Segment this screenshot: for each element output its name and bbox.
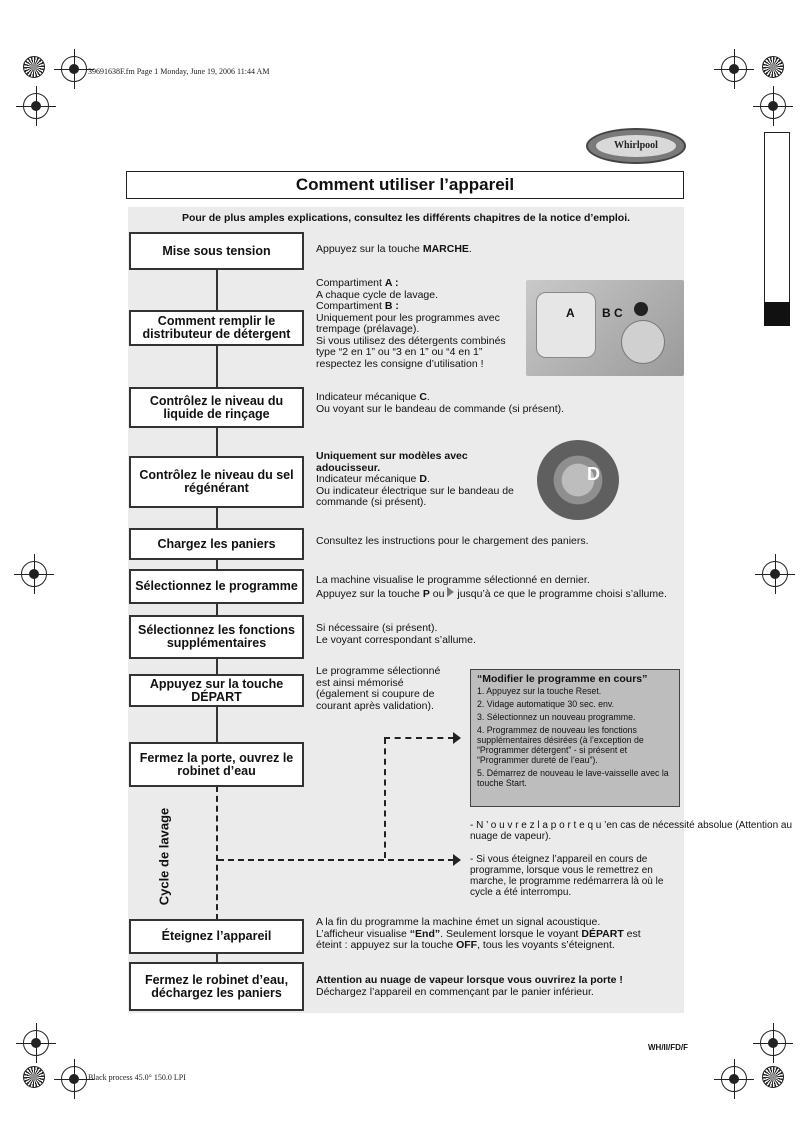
note-door: - N ’ o u v r e z l a p o r t e q u ’en … [470,820,800,842]
desc-depart: Le programme sélectionné est ainsi mémor… [316,666,456,712]
color-bar-icon [23,1066,45,1088]
salt-indicator-photo: D [537,440,619,520]
step-sel-regenerant: Contrôlez le niveau du sel régénérant [129,456,304,508]
brand-label: Whirlpool [596,135,676,157]
modify-item: 3. Sélectionnez un nouveau programme. [477,712,673,722]
connector [216,427,218,457]
connector [216,345,218,388]
note-power: - Si vous éteignez l’appareil en cours d… [470,854,685,898]
color-bar-icon [762,56,784,78]
detergent-dispenser-photo: A B C [526,280,684,376]
modify-program-box: “Modifier le programme en cours” 1. Appu… [470,669,680,807]
registration-mark-icon [23,1030,49,1056]
desc-sel: Uniquement sur modèles avec adoucisseur.… [316,451,516,509]
registration-mark-icon [21,561,47,587]
registration-mark-icon [721,1066,747,1092]
modify-item: 1. Appuyez sur la touche Reset. [477,686,673,696]
label-d: D [587,464,600,485]
label-bc: B C [602,306,623,320]
desc-fonctions: Si nécessaire (si présent).Le voyant cor… [316,623,616,646]
desc-programme: La machine visualise le programme sélect… [316,575,686,600]
step-selection-programme: Sélectionnez le programme [129,569,304,604]
desc-paniers: Consultez les instructions pour le charg… [316,536,676,548]
dashed-connector [216,786,218,920]
step-fermer-porte: Fermez la porte, ouvrez le robinet d’eau [129,742,304,787]
cycle-label: Cycle de lavage [158,797,171,917]
modify-title: “Modifier le programme en cours” [477,674,673,684]
registration-mark-icon [23,93,49,119]
registration-mark-icon [760,1030,786,1056]
step-eteindre: Éteignez l’appareil [129,919,304,954]
modify-item: 5. Démarrez de nouveau le lave-vaisselle… [477,768,673,788]
whirlpool-logo: Whirlpool [586,128,686,164]
color-bar-icon [762,1066,784,1088]
registration-mark-icon [61,1066,87,1092]
dashed-arrow [218,859,454,861]
connector [216,706,218,743]
modify-item: 4. Programmez de nouveau les fonctions s… [477,725,673,765]
registration-mark-icon [760,93,786,119]
desc-eteindre: A la fin du programme la machine émet un… [316,917,661,952]
desc-fermer-robinet: Attention au nuage de vapeur lorsque vou… [316,975,676,998]
registration-mark-icon [61,56,87,82]
step-fermer-robinet: Fermez le robinet d’eau, déchargez les p… [129,962,304,1011]
page-title: Comment utiliser l’appareil [126,171,684,199]
registration-mark-icon [721,56,747,82]
color-bar-icon [23,56,45,78]
step-touche-depart: Appuyez sur la touche DÉPART [129,674,304,707]
step-remplir-distributeur: Comment remplir le distributeur de déter… [129,310,304,346]
desc-distributeur: Compartiment A : A chaque cycle de lavag… [316,278,516,370]
registration-mark-icon [762,561,788,587]
connector [216,658,218,675]
play-icon [447,587,454,597]
arrowhead-icon [453,854,461,866]
connector [216,269,218,311]
arrowhead-icon [453,732,461,744]
dashed-arrow [384,737,454,739]
label-a: A [566,306,575,320]
connector [216,507,218,529]
intro-text: Pour de plus amples explications, consul… [128,212,684,224]
step-fonctions-supplementaires: Sélectionnez les fonctions supplémentair… [129,615,304,659]
desc-rincage: Indicateur mécanique C. Ou voyant sur le… [316,392,616,415]
step-mise-sous-tension: Mise sous tension [129,232,304,270]
dashed-arrow [384,738,386,858]
side-tab [764,132,790,326]
footer-process: Black process 45.0° 150.0 LPI [88,1073,186,1082]
step-charger-paniers: Chargez les paniers [129,528,304,560]
step-liquide-rincage: Contrôlez le niveau du liquide de rinçag… [129,387,304,428]
file-header: 39691638F.fm Page 1 Monday, June 19, 200… [88,67,269,76]
modify-item: 2. Vidage automatique 30 sec. env. [477,699,673,709]
desc-mise-sous-tension: Appuyez sur la touche MARCHE. [316,244,472,256]
footer-code: WH/II/FD/F [648,1043,688,1052]
